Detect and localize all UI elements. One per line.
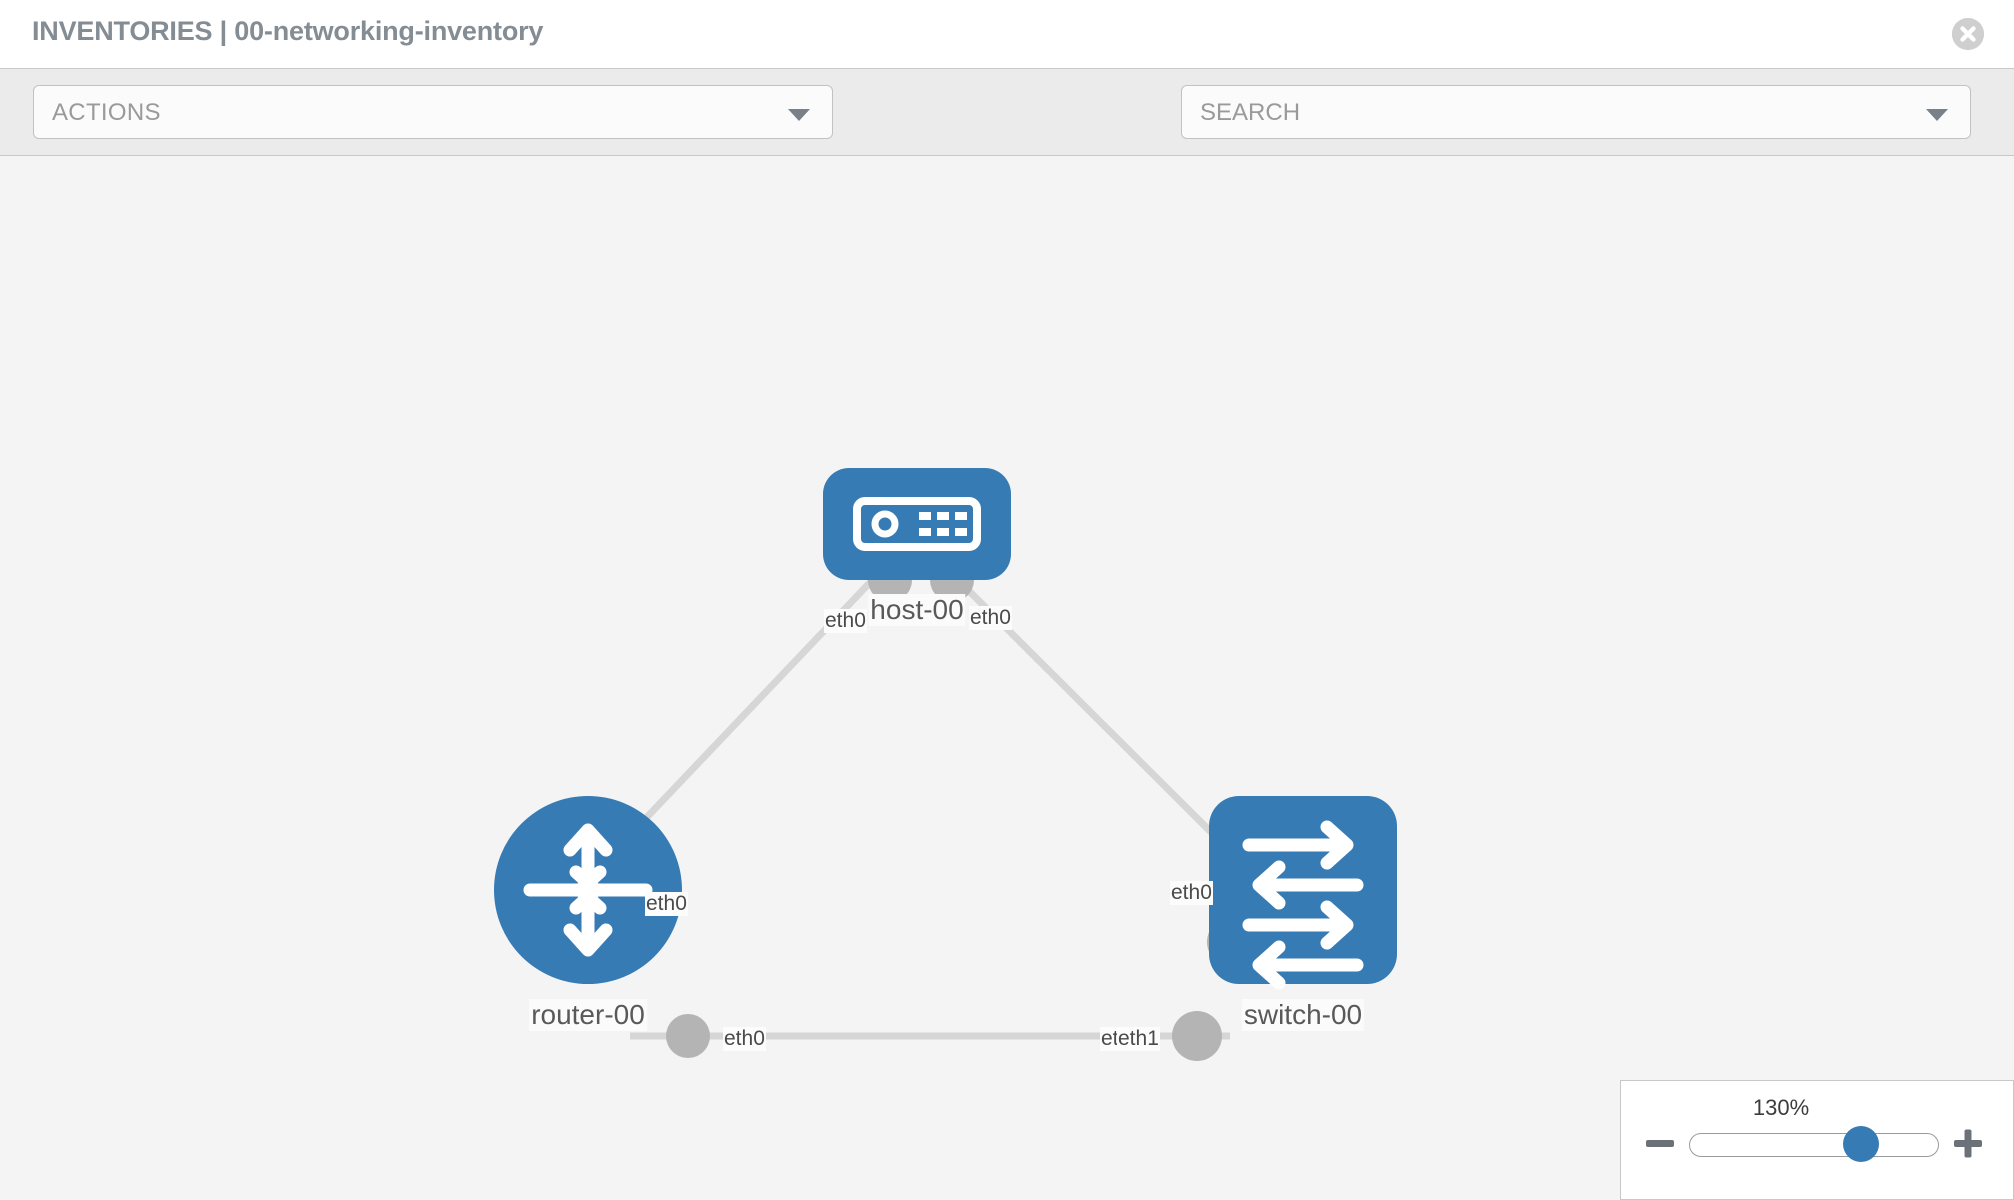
zoom-slider-thumb[interactable] [1843,1126,1879,1162]
node-label-switch-00: switch-00 [1241,999,1365,1031]
graph-links [607,571,1238,1040]
connector-switch00-left [1172,1011,1222,1061]
close-circle-icon [1952,18,1984,50]
zoom-in-button[interactable] [1951,1127,1985,1166]
connector-router00-right [666,1014,710,1058]
zoom-slider-track[interactable] [1689,1133,1939,1157]
zoom-out-button[interactable] [1643,1127,1677,1166]
chevron-down-icon[interactable] [1926,109,1948,121]
topology-graph [494,468,1397,1061]
edge-label: eth0 [969,606,1012,630]
chevron-down-icon [788,109,810,121]
minus-icon [1646,1140,1674,1147]
node-label-router-00: router-00 [529,999,647,1031]
edge-label: eth0 [723,1027,766,1051]
search-field[interactable] [1181,85,1971,140]
edge-label: eth1 [1117,1027,1160,1051]
switch-arrows-icon [1242,820,1364,990]
edge-label: eth0 [824,609,867,633]
zoom-level-label: 130% [1752,1095,1810,1120]
actions-dropdown-label: ACTIONS [52,99,161,126]
node-router-00[interactable] [494,796,682,984]
edge-label: eth0 [645,892,688,916]
plus-icon [1954,1129,1982,1158]
router-arrows-icon [523,823,653,957]
toolbar: ACTIONS [0,68,2014,195]
search-input[interactable] [1198,86,1902,140]
zoom-control-panel: 130% [1620,1080,2014,1200]
close-button[interactable] [1952,18,1984,50]
graph-connectors [666,558,1257,1061]
server-icon [853,497,981,551]
edge-label: eth0 [1170,881,1213,905]
topology-canvas[interactable]: host-00 router-00 switch-00 eth0 eth0 et… [0,156,2014,1200]
actions-dropdown[interactable]: ACTIONS [33,85,833,139]
page-header: INVENTORIES | 00-networking-inventory [0,0,2014,68]
node-switch-00[interactable] [1209,796,1397,990]
node-host-00[interactable] [823,468,1011,580]
page-title: INVENTORIES | 00-networking-inventory [32,16,544,46]
node-label-host-00: host-00 [868,594,966,626]
